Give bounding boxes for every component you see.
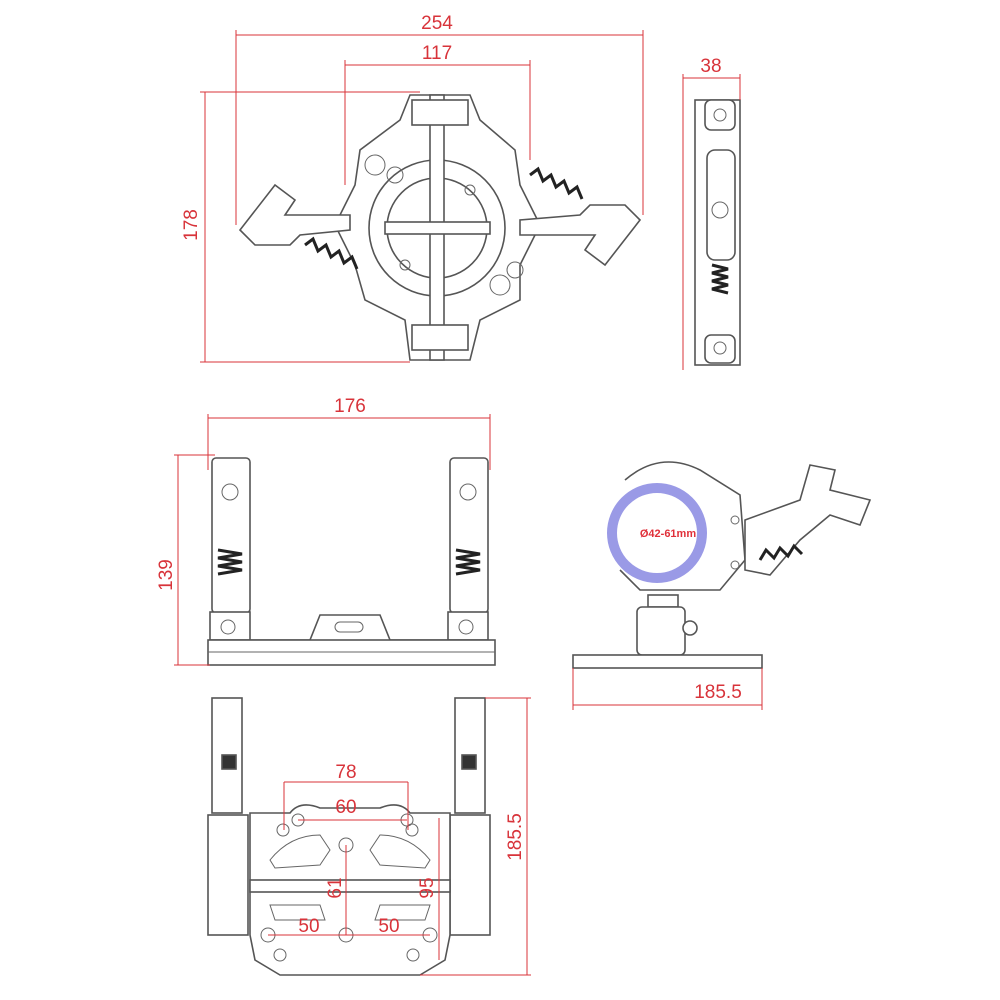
- dim-label-60: 60: [335, 797, 356, 818]
- dim-label-178: 178: [181, 209, 202, 241]
- dim-label-38: 38: [700, 56, 721, 77]
- dim-label-254: 254: [421, 13, 453, 34]
- side-view: 38: [682, 56, 741, 370]
- bottom-clamp-right: [449, 697, 491, 936]
- front-view: 176 139: [156, 396, 496, 666]
- dim-label-117: 117: [422, 43, 452, 64]
- dim-label-185-5-profile: 185.5: [694, 682, 742, 703]
- dim-label-61: 61: [325, 877, 346, 898]
- dim-label-50-left: 50: [298, 916, 319, 937]
- front-clamp-left: [209, 457, 251, 641]
- dim-label-95: 95: [417, 877, 438, 898]
- top-clamp-body: [334, 94, 541, 361]
- bottom-clamp-left: [207, 697, 249, 936]
- dim-label-185-5-bottom: 185.5: [505, 813, 526, 861]
- dim-label-50-right: 50: [378, 916, 399, 937]
- top-view: 254 117 178: [181, 13, 644, 363]
- tube-range-ring: [607, 483, 707, 583]
- front-clamp-right: [447, 457, 489, 641]
- profile-view: Ø42-61mm 185.5: [572, 461, 872, 710]
- top-handle-right: [519, 166, 642, 267]
- dim-label-176: 176: [334, 396, 366, 417]
- bottom-view: 185.5 78 60 61 95 50 50: [207, 697, 531, 976]
- tube-range-label: Ø42-61mm: [640, 528, 696, 540]
- dim-label-78: 78: [335, 762, 356, 783]
- top-handle-left: [238, 183, 359, 270]
- dim-label-139: 139: [156, 559, 177, 591]
